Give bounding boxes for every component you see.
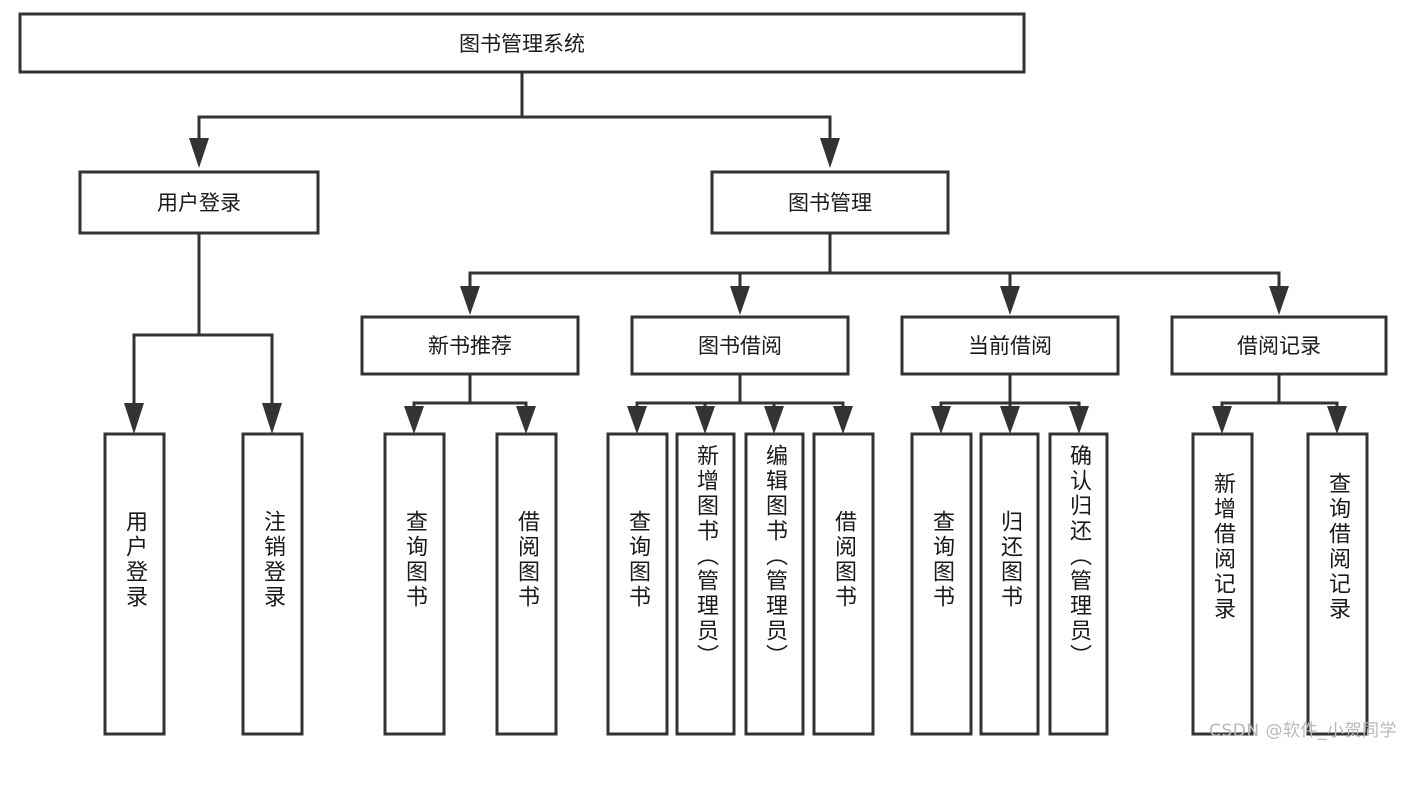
node-leaf-query-book-3-box[interactable] <box>910 432 973 736</box>
node-leaf-add-book-box[interactable] <box>675 432 736 736</box>
node-borrow-record-label: 借阅记录 <box>1237 334 1321 358</box>
node-current-borrow-box[interactable] <box>900 315 1120 376</box>
arrowhead-leaf-borrow-book-2 <box>833 406 853 434</box>
node-leaf-user-logout-box[interactable] <box>241 432 304 736</box>
node-leaf-add-record-box[interactable] <box>1191 432 1254 736</box>
diagram-canvas: 图书管理系统 用户登录 图书管理 新书推荐 图书借阅 当前借阅 借阅记录 <box>18 12 1388 736</box>
node-root[interactable]: 图书管理系统 <box>18 12 1026 74</box>
arrowhead-leaf-add-record <box>1212 406 1232 434</box>
watermark: CSDN @软件_小贺同学 <box>1209 721 1397 741</box>
node-new-book-recommend-box[interactable] <box>360 315 580 376</box>
node-user-login[interactable]: 用户登录 <box>78 170 320 235</box>
node-leaf-borrow-book-1-box[interactable] <box>495 432 558 736</box>
node-book-manage-box[interactable] <box>710 170 950 235</box>
node-book-borrow[interactable]: 图书借阅 <box>630 315 850 376</box>
node-leaf-confirm-return-box[interactable] <box>1048 432 1109 736</box>
hierarchy-diagram: 图书管理系统 用户登录 图书管理 新书推荐 图书借阅 当前借阅 借阅记录 <box>18 12 1397 741</box>
node-root-label: 图书管理系统 <box>459 32 585 56</box>
arrowhead-user-login <box>189 138 209 168</box>
arrowhead-book-borrow <box>730 286 750 315</box>
node-leaf-query-record-box[interactable] <box>1306 432 1369 736</box>
arrowhead-leaf-query-book-2 <box>627 406 647 434</box>
arrowhead-new-book-recommend <box>460 286 480 315</box>
node-book-borrow-box[interactable] <box>630 315 850 376</box>
arrowhead-leaf-borrow-book-1 <box>516 406 536 434</box>
node-current-borrow[interactable]: 当前借阅 <box>900 315 1120 376</box>
node-user-login-box[interactable] <box>78 170 320 235</box>
arrowhead-book-manage <box>820 138 840 168</box>
arrowhead-leaf-query-book-1 <box>404 406 424 434</box>
node-leaf-borrow-book-2-box[interactable] <box>812 432 875 736</box>
node-current-borrow-label: 当前借阅 <box>968 334 1052 358</box>
arrowhead-leaf-confirm-return <box>1069 406 1089 434</box>
node-borrow-record-box[interactable] <box>1170 315 1388 376</box>
node-root-box[interactable] <box>18 12 1026 74</box>
node-leaf-query-book-1-box[interactable] <box>383 432 446 736</box>
arrowhead-leaf-user-logout <box>262 403 282 434</box>
node-new-book-recommend-label: 新书推荐 <box>428 334 512 358</box>
node-new-book-recommend[interactable]: 新书推荐 <box>360 315 580 376</box>
leaf-box-group <box>103 432 1369 736</box>
node-leaf-edit-book-box[interactable] <box>744 432 805 736</box>
arrowhead-leaf-add-book <box>695 406 715 434</box>
node-user-login-label: 用户登录 <box>157 191 241 215</box>
arrowhead-borrow-record <box>1269 286 1289 315</box>
node-leaf-query-book-2-box[interactable] <box>606 432 669 736</box>
arrowhead-leaf-query-book-3 <box>931 406 951 434</box>
node-leaf-user-login-box[interactable] <box>103 432 166 736</box>
arrowhead-leaf-return-book <box>1000 406 1020 434</box>
node-book-borrow-label: 图书借阅 <box>698 334 782 358</box>
arrowhead-leaf-user-login <box>124 403 144 434</box>
node-borrow-record[interactable]: 借阅记录 <box>1170 315 1388 376</box>
arrowhead-leaf-edit-book <box>764 406 784 434</box>
node-book-manage[interactable]: 图书管理 <box>710 170 950 235</box>
node-book-manage-label: 图书管理 <box>788 191 872 215</box>
arrowhead-current-borrow <box>1000 286 1020 315</box>
connector-group <box>124 70 1347 434</box>
node-leaf-return-book-box[interactable] <box>979 432 1040 736</box>
arrowhead-leaf-query-record <box>1327 406 1347 434</box>
